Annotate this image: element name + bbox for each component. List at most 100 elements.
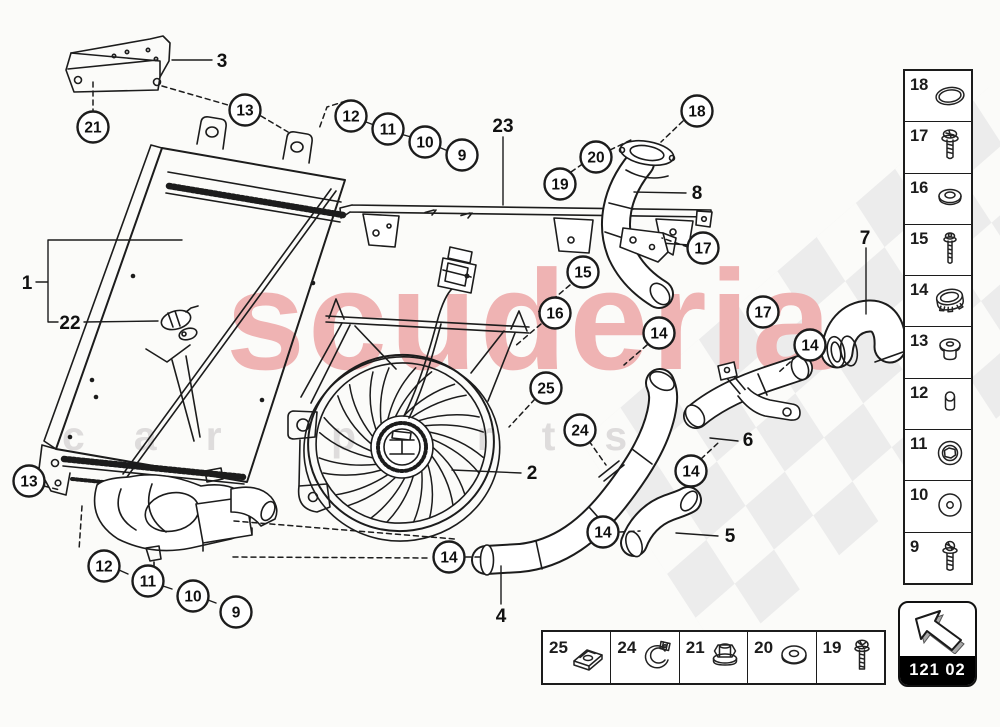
part-label-3[interactable]: 3 [217,51,228,72]
part-callout-9[interactable]: 9 [445,138,479,172]
part-callout-25[interactable]: 25 [529,371,563,405]
part-callout-9[interactable]: 9 [219,595,253,629]
svg-text:10: 10 [184,588,201,605]
part-label-5[interactable]: 5 [725,526,736,547]
legend-item-number: 13 [910,332,929,351]
leader-lines [35,59,867,605]
svg-text:12: 12 [95,558,112,575]
svg-text:12: 12 [342,108,359,125]
legend-item-10[interactable]: 10 [905,481,971,533]
legend-item-14[interactable]: 14 [905,276,971,328]
cooling-fan-illustration [287,246,530,542]
svg-text:11: 11 [380,121,397,138]
svg-text:24: 24 [571,422,589,439]
legend-item-11[interactable]: 11 [905,430,971,482]
upper-bracket-illustration [65,35,171,93]
legend-item-19[interactable]: 19 [816,632,884,683]
water-pipe-6-illustration [683,355,813,429]
part-callout-17[interactable]: 17 [686,231,720,265]
svg-text:14: 14 [440,549,458,566]
part-callout-24[interactable]: 24 [563,413,597,447]
part-callout-17[interactable]: 17 [746,295,780,329]
legend-item-number: 24 [617,638,637,657]
part-callout-12[interactable]: 12 [334,99,368,133]
long-screw-icon [943,232,957,265]
coolant-pipe-8-illustration [601,139,677,309]
legend-item-16[interactable]: 16 [905,173,971,225]
svg-text:13: 13 [20,473,38,490]
part-callout-10[interactable]: 10 [408,125,442,159]
legend-item-number: 17 [910,127,929,146]
part-callout-20[interactable]: 20 [579,140,613,174]
part-label-6[interactable]: 6 [743,430,754,451]
legend-item-number: 25 [549,638,568,657]
machine-screw-icon [854,639,870,670]
part-callout-12[interactable]: 12 [87,549,121,583]
flange-nut-icon [712,642,738,666]
legend-item-number: 16 [910,178,929,197]
part-callout-14[interactable]: 14 [674,454,708,488]
clamp-ring-icon [935,288,965,313]
part-label-1[interactable]: 1 [22,273,33,294]
legend-item-17[interactable]: 17 [905,122,971,174]
part-label-4[interactable]: 4 [496,606,507,627]
part-callout-11[interactable]: 11 [371,112,405,146]
part-callout-21[interactable]: 21 [76,110,110,144]
coolant-hose-4-illustration [471,368,679,576]
elbow-hose-7-illustration [820,299,907,369]
part-callout-18[interactable]: 18 [680,94,714,128]
plug-grommet-icon [939,337,961,360]
part-callout-14[interactable]: 14 [432,540,466,574]
legend-item-21[interactable]: 21 [679,632,749,683]
legend-item-number: 9 [910,537,920,556]
part-callout-15[interactable]: 15 [566,255,600,289]
part-callout-14[interactable]: 14 [793,328,827,362]
svg-text:18: 18 [688,103,706,120]
part-callout-14[interactable]: 14 [586,515,620,549]
svg-text:14: 14 [650,325,668,342]
svg-text:13: 13 [236,102,254,119]
part-label-7[interactable]: 7 [860,228,871,249]
part-callout-13[interactable]: 13 [12,464,46,498]
part-callout-13[interactable]: 13 [228,93,262,127]
legend-item-12[interactable]: 12 [905,378,971,431]
legend-item-24[interactable]: 24 [611,632,680,683]
back-arrow-icon [915,610,965,654]
part-callout-19[interactable]: 19 [543,167,577,201]
diagram-code-box[interactable]: 121 02 [898,601,977,687]
legend-item-number: 20 [754,638,774,657]
legend-item-15[interactable]: 15 [905,224,971,277]
legend-item-number: 21 [685,638,705,657]
legend-item-13[interactable]: 13 [905,327,971,379]
radiator-cap-illustration [160,305,199,341]
part-callout-11[interactable]: 11 [131,564,165,598]
svg-text:15: 15 [574,264,592,281]
svg-text:21: 21 [84,119,102,136]
svg-text:11: 11 [140,573,157,590]
legend-item-25[interactable]: 25 [543,632,612,683]
svg-text:9: 9 [232,604,241,621]
svg-text:10: 10 [416,134,433,151]
svg-text:25: 25 [537,380,555,397]
svg-text:17: 17 [754,304,771,321]
svg-text:9: 9 [458,147,467,164]
part-callout-10[interactable]: 10 [176,579,210,613]
legend-item-number: 15 [910,229,929,248]
legend-item-number: 19 [822,638,842,657]
speed-nut-clip-icon [573,648,604,671]
part-label-23[interactable]: 23 [492,116,513,137]
shouldered-washer-icon [938,188,962,205]
svg-text:14: 14 [682,463,700,480]
part-label-22[interactable]: 22 [59,313,80,334]
legend-item-18[interactable]: 18 [905,71,971,123]
part-label-2[interactable]: 2 [527,463,538,484]
svg-text:14: 14 [801,337,819,354]
part-callout-14[interactable]: 14 [642,316,676,350]
round-nut-icon [937,440,963,466]
legend-item-20[interactable]: 20 [748,632,817,683]
legend-item-9[interactable]: 9 [905,532,971,583]
part-label-8[interactable]: 8 [692,183,703,204]
part-callout-16[interactable]: 16 [538,296,572,330]
